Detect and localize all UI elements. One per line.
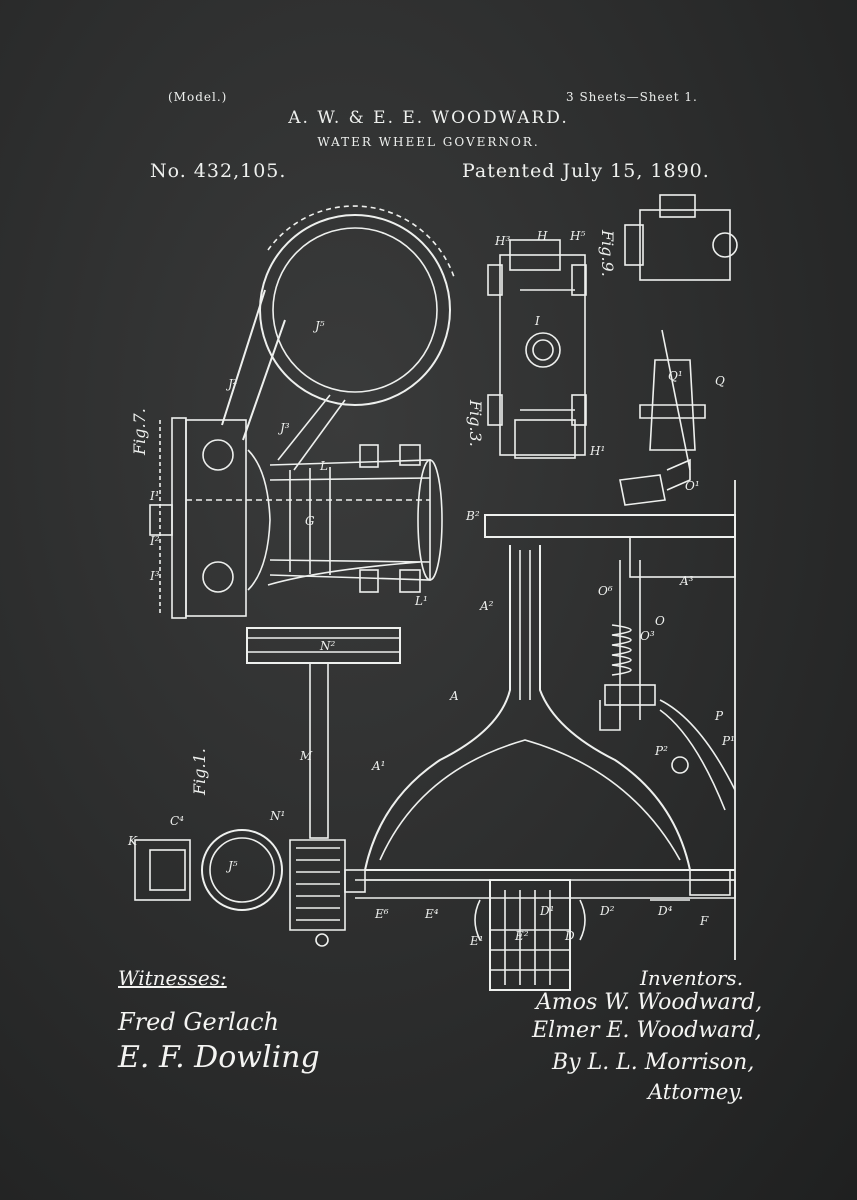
label: E⁴ (424, 907, 439, 921)
inventors-label: Inventors. (640, 966, 744, 990)
label: P² (654, 744, 668, 758)
attorney-signature: By L. L. Morrison, (552, 1050, 755, 1075)
inventor-signature-1: Amos W. Woodward, (536, 990, 763, 1015)
central-cylinder (247, 444, 443, 593)
patent-date: Patented July 15, 1890. (462, 160, 710, 182)
label: I¹ (149, 489, 160, 503)
label: H³ (494, 234, 510, 248)
main-body (355, 545, 736, 899)
sheet-number: 3 Sheets—Sheet 1. (566, 90, 698, 104)
label: I³ (149, 569, 160, 583)
t-handle (246, 627, 401, 839)
label: M (299, 749, 313, 763)
label: H (536, 229, 548, 243)
patent-title: WATER WHEEL GOVERNOR. (317, 135, 540, 149)
dial-lower (134, 829, 735, 947)
label: J² (225, 377, 238, 391)
label: J⁵ (312, 319, 325, 333)
label: E¹ (469, 934, 484, 948)
base-pedestal (474, 879, 586, 991)
fig1-label: Fig.1. (190, 748, 209, 796)
label: O (655, 614, 665, 628)
label: E⁶ (374, 907, 389, 921)
model-note: (Model.) (168, 90, 228, 104)
label: Q (715, 374, 725, 388)
figure-titles: Fig.7. Fig.3. Fig.9. Fig.1. (130, 229, 617, 796)
label: Q¹ (668, 369, 683, 383)
label: C⁴ (170, 814, 184, 828)
witness-signature-2: E. F. Dowling (118, 1040, 320, 1075)
spring-rod (599, 560, 736, 811)
label: I (534, 314, 540, 328)
label: F (699, 914, 709, 928)
inventor-signature-2: Elmer E. Woodward, (532, 1018, 762, 1043)
fig9-label: Fig.9. (598, 229, 617, 277)
label: D¹ (539, 904, 554, 918)
label: A² (479, 599, 494, 613)
witnesses-label: Witnesses: (118, 966, 227, 990)
fig3-label: Fig.3. (466, 399, 485, 447)
upper-beam (484, 480, 736, 960)
fig7-bracket (149, 417, 430, 619)
label: P (714, 709, 724, 723)
inventors-title: A. W. & E. E. WOODWARD. (288, 108, 569, 128)
fig7-label: Fig.7. (130, 408, 149, 456)
label: B² (465, 509, 480, 523)
label: P¹ (721, 734, 735, 748)
label: D (564, 929, 575, 943)
label: D⁴ (657, 904, 673, 918)
label: A³ (679, 574, 694, 588)
label: J³ (277, 421, 290, 435)
reference-labels: J⁵ J² J³ L L¹ G A A¹ A² A³ B² D D¹ D² D⁴… (127, 229, 735, 948)
attorney-label: Attorney. (648, 1080, 745, 1104)
label: E² (514, 929, 529, 943)
label: J⁵ (225, 859, 238, 873)
label: G (305, 514, 315, 528)
fig3-assembly (487, 239, 587, 459)
label: K (127, 834, 138, 848)
label: A¹ (371, 759, 385, 773)
label: O³ (640, 629, 655, 643)
label: L¹ (414, 594, 428, 608)
label: O¹ (685, 479, 700, 493)
label: A (449, 689, 459, 703)
label: H¹ (589, 444, 605, 458)
label: D² (599, 904, 615, 918)
fig9-assembly (624, 194, 738, 281)
label: H⁵ (569, 229, 585, 243)
label: I² (149, 534, 160, 548)
label: N² (319, 639, 336, 653)
label: N¹ (269, 809, 285, 823)
patent-number: No. 432,105. (150, 160, 287, 182)
witness-signature-1: Fred Gerlach (118, 1008, 280, 1036)
label: O⁶ (598, 584, 613, 598)
bevel-gear (619, 329, 706, 506)
dial-ring-top (221, 205, 456, 471)
label: L (319, 459, 328, 473)
